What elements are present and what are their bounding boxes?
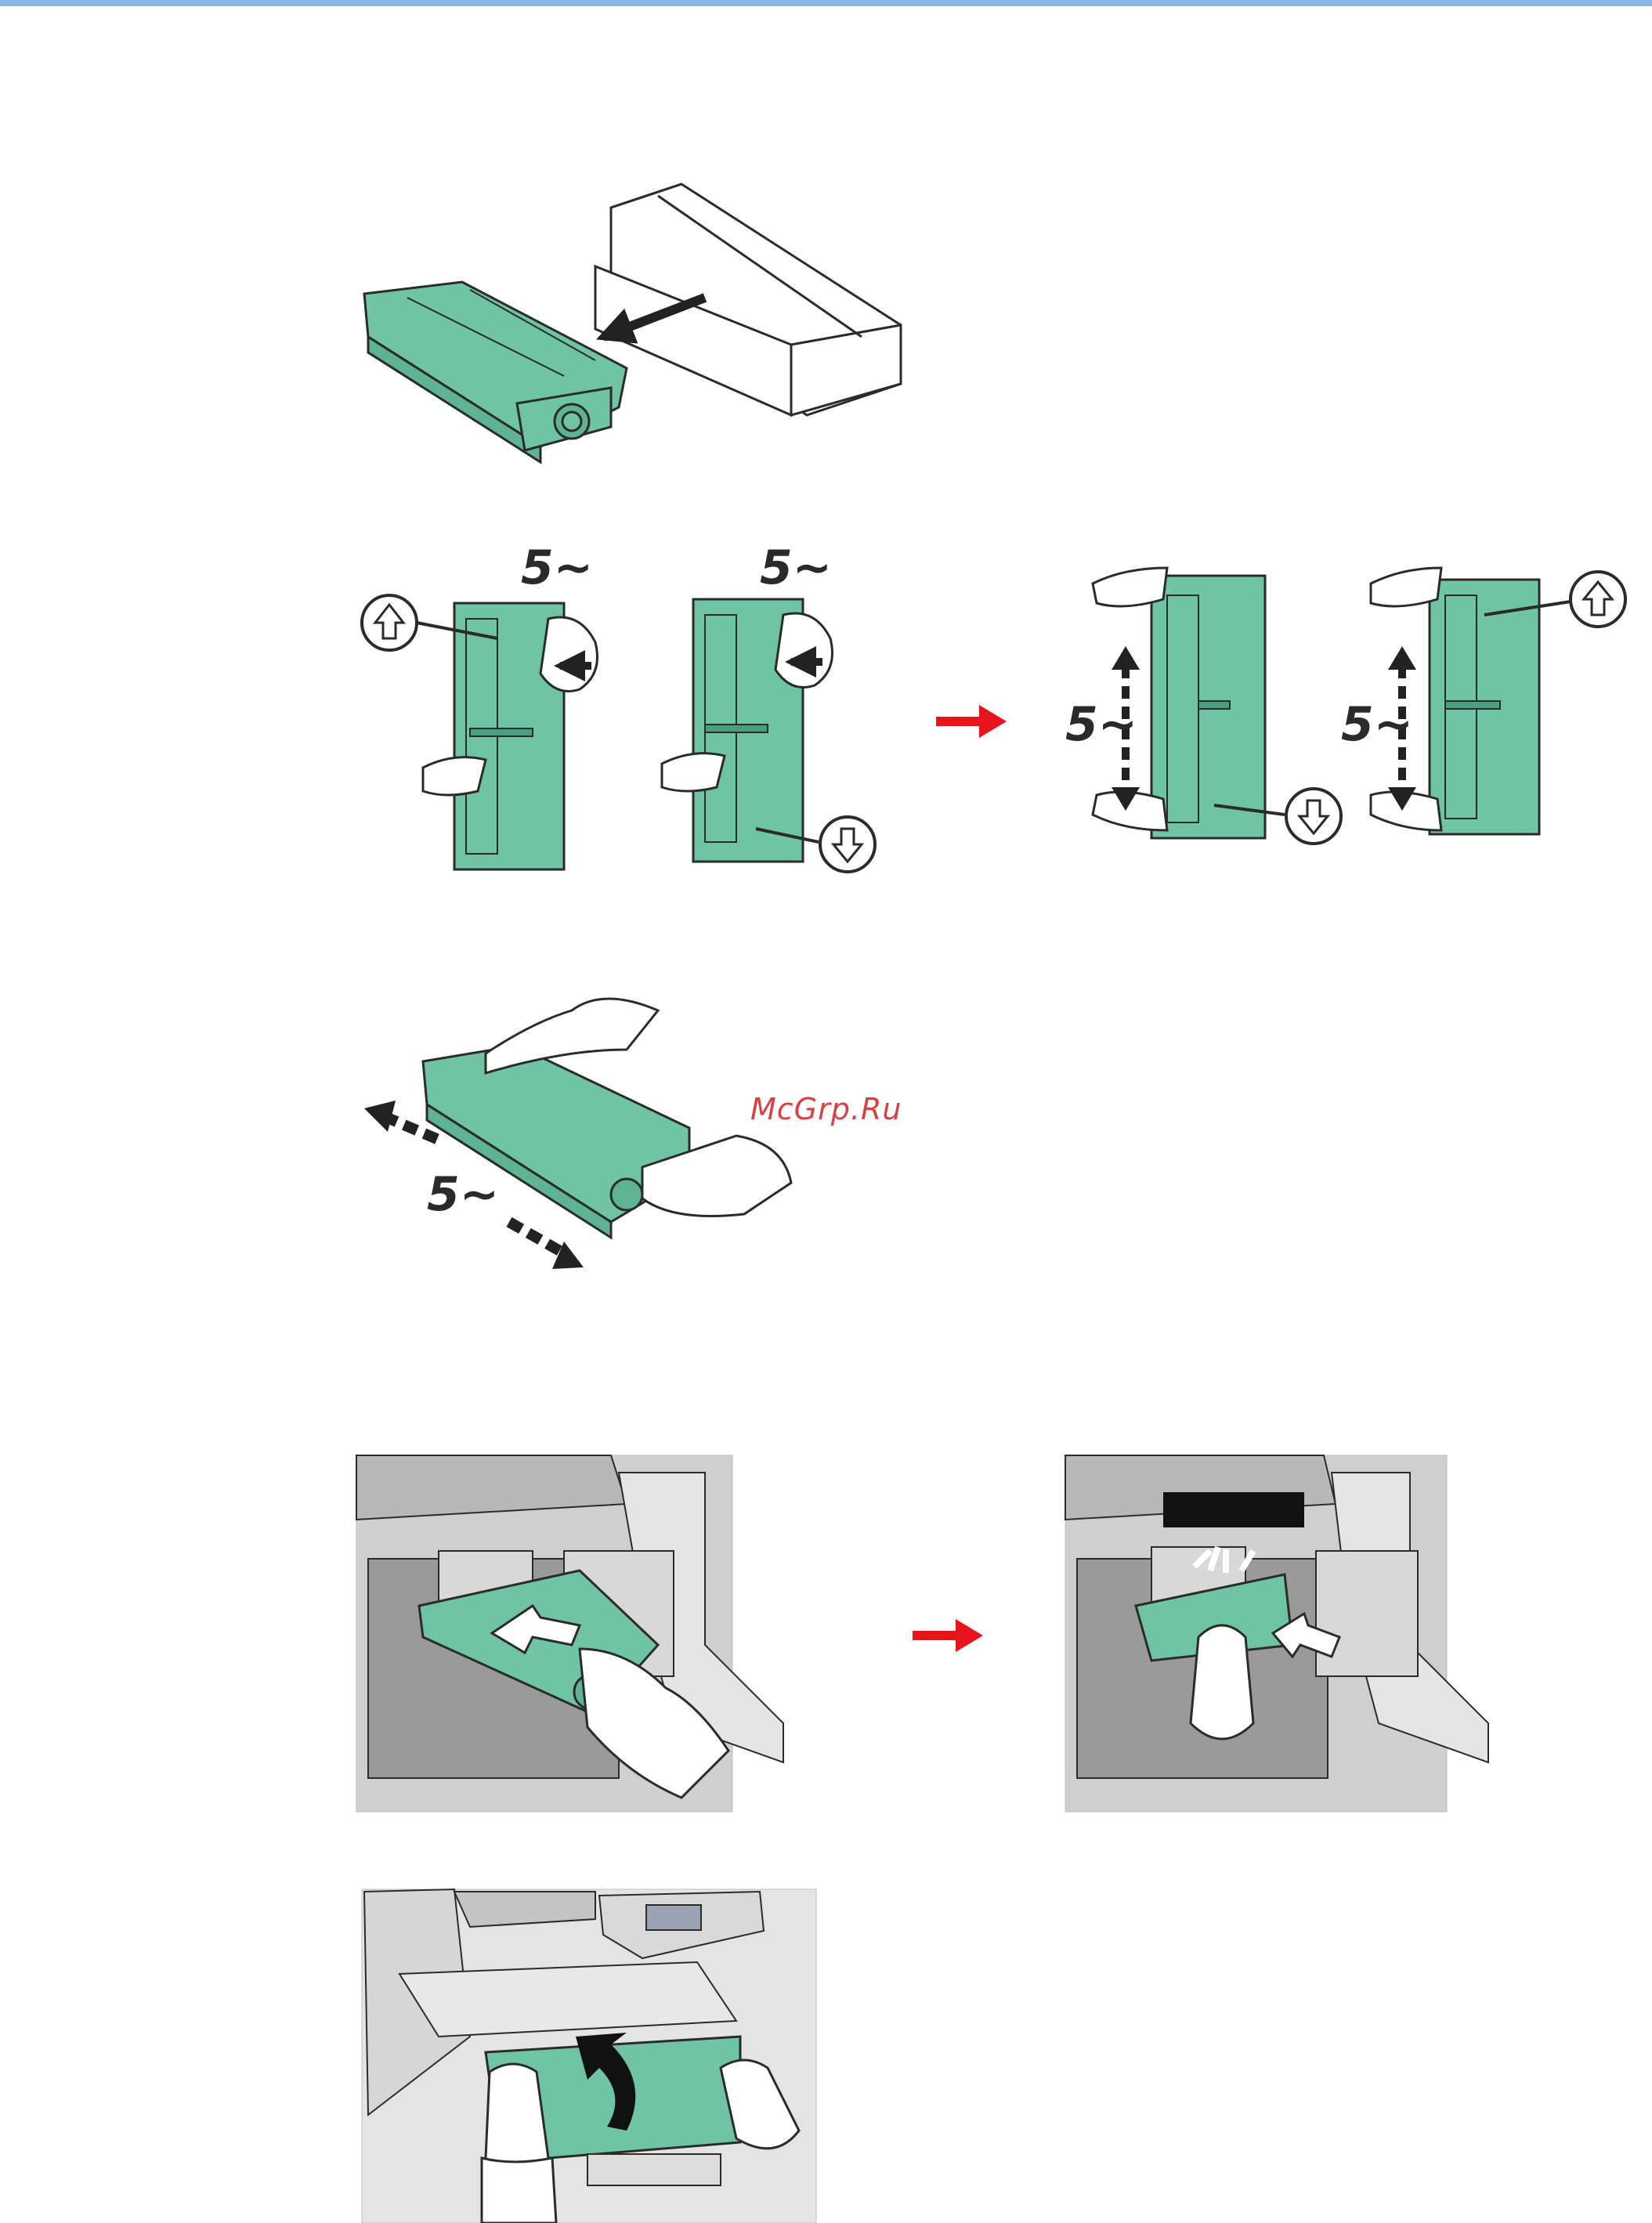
hand-icon: [1093, 568, 1167, 606]
shake-panel-d: 5~: [1341, 568, 1625, 834]
shake-count-label-d: 5~: [1341, 697, 1413, 752]
shake-dashed-line: [509, 1222, 564, 1253]
hand-icon: [775, 613, 833, 688]
hand-icon: [662, 754, 725, 791]
watermark-text: McGrp.Ru: [750, 1092, 902, 1126]
shake-panel-b: 5~: [662, 540, 875, 872]
shake-count-label-b: 5~: [760, 540, 832, 595]
flow-arrow-icon: [936, 705, 1007, 738]
lock-toner-illustration: [1065, 1455, 1488, 1812]
hand-icon: [486, 999, 658, 1073]
shake-count-label-e: 5~: [427, 1167, 499, 1222]
shake-panel-c: 5~: [1065, 568, 1341, 844]
shake-count-label-c: 5~: [1065, 697, 1137, 752]
hand-icon: [540, 617, 598, 692]
horizontal-shake-illustration: 5~: [364, 999, 791, 1269]
flow-arrow-icon: [913, 1619, 983, 1652]
insert-toner-illustration: [356, 1455, 783, 1812]
up-arrow-icon: [1112, 646, 1140, 670]
display-screen: [646, 1905, 701, 1930]
close-cover-illustration: [362, 1889, 816, 2223]
left-arrow-icon: [364, 1101, 396, 1132]
hand-icon: [1371, 568, 1441, 606]
toner-box: [595, 184, 901, 415]
hand-icon: [486, 2064, 548, 2174]
redacted-label-box: [1163, 1492, 1304, 1527]
unbox-illustration: [364, 184, 901, 462]
shake-panel-a: 5~: [362, 540, 598, 869]
hand-icon: [1191, 1625, 1253, 1739]
shake-count-label-a: 5~: [521, 540, 593, 595]
toner-cartridge: [364, 282, 627, 462]
hand-icon: [423, 757, 486, 795]
up-arrow-icon: [1388, 646, 1416, 670]
